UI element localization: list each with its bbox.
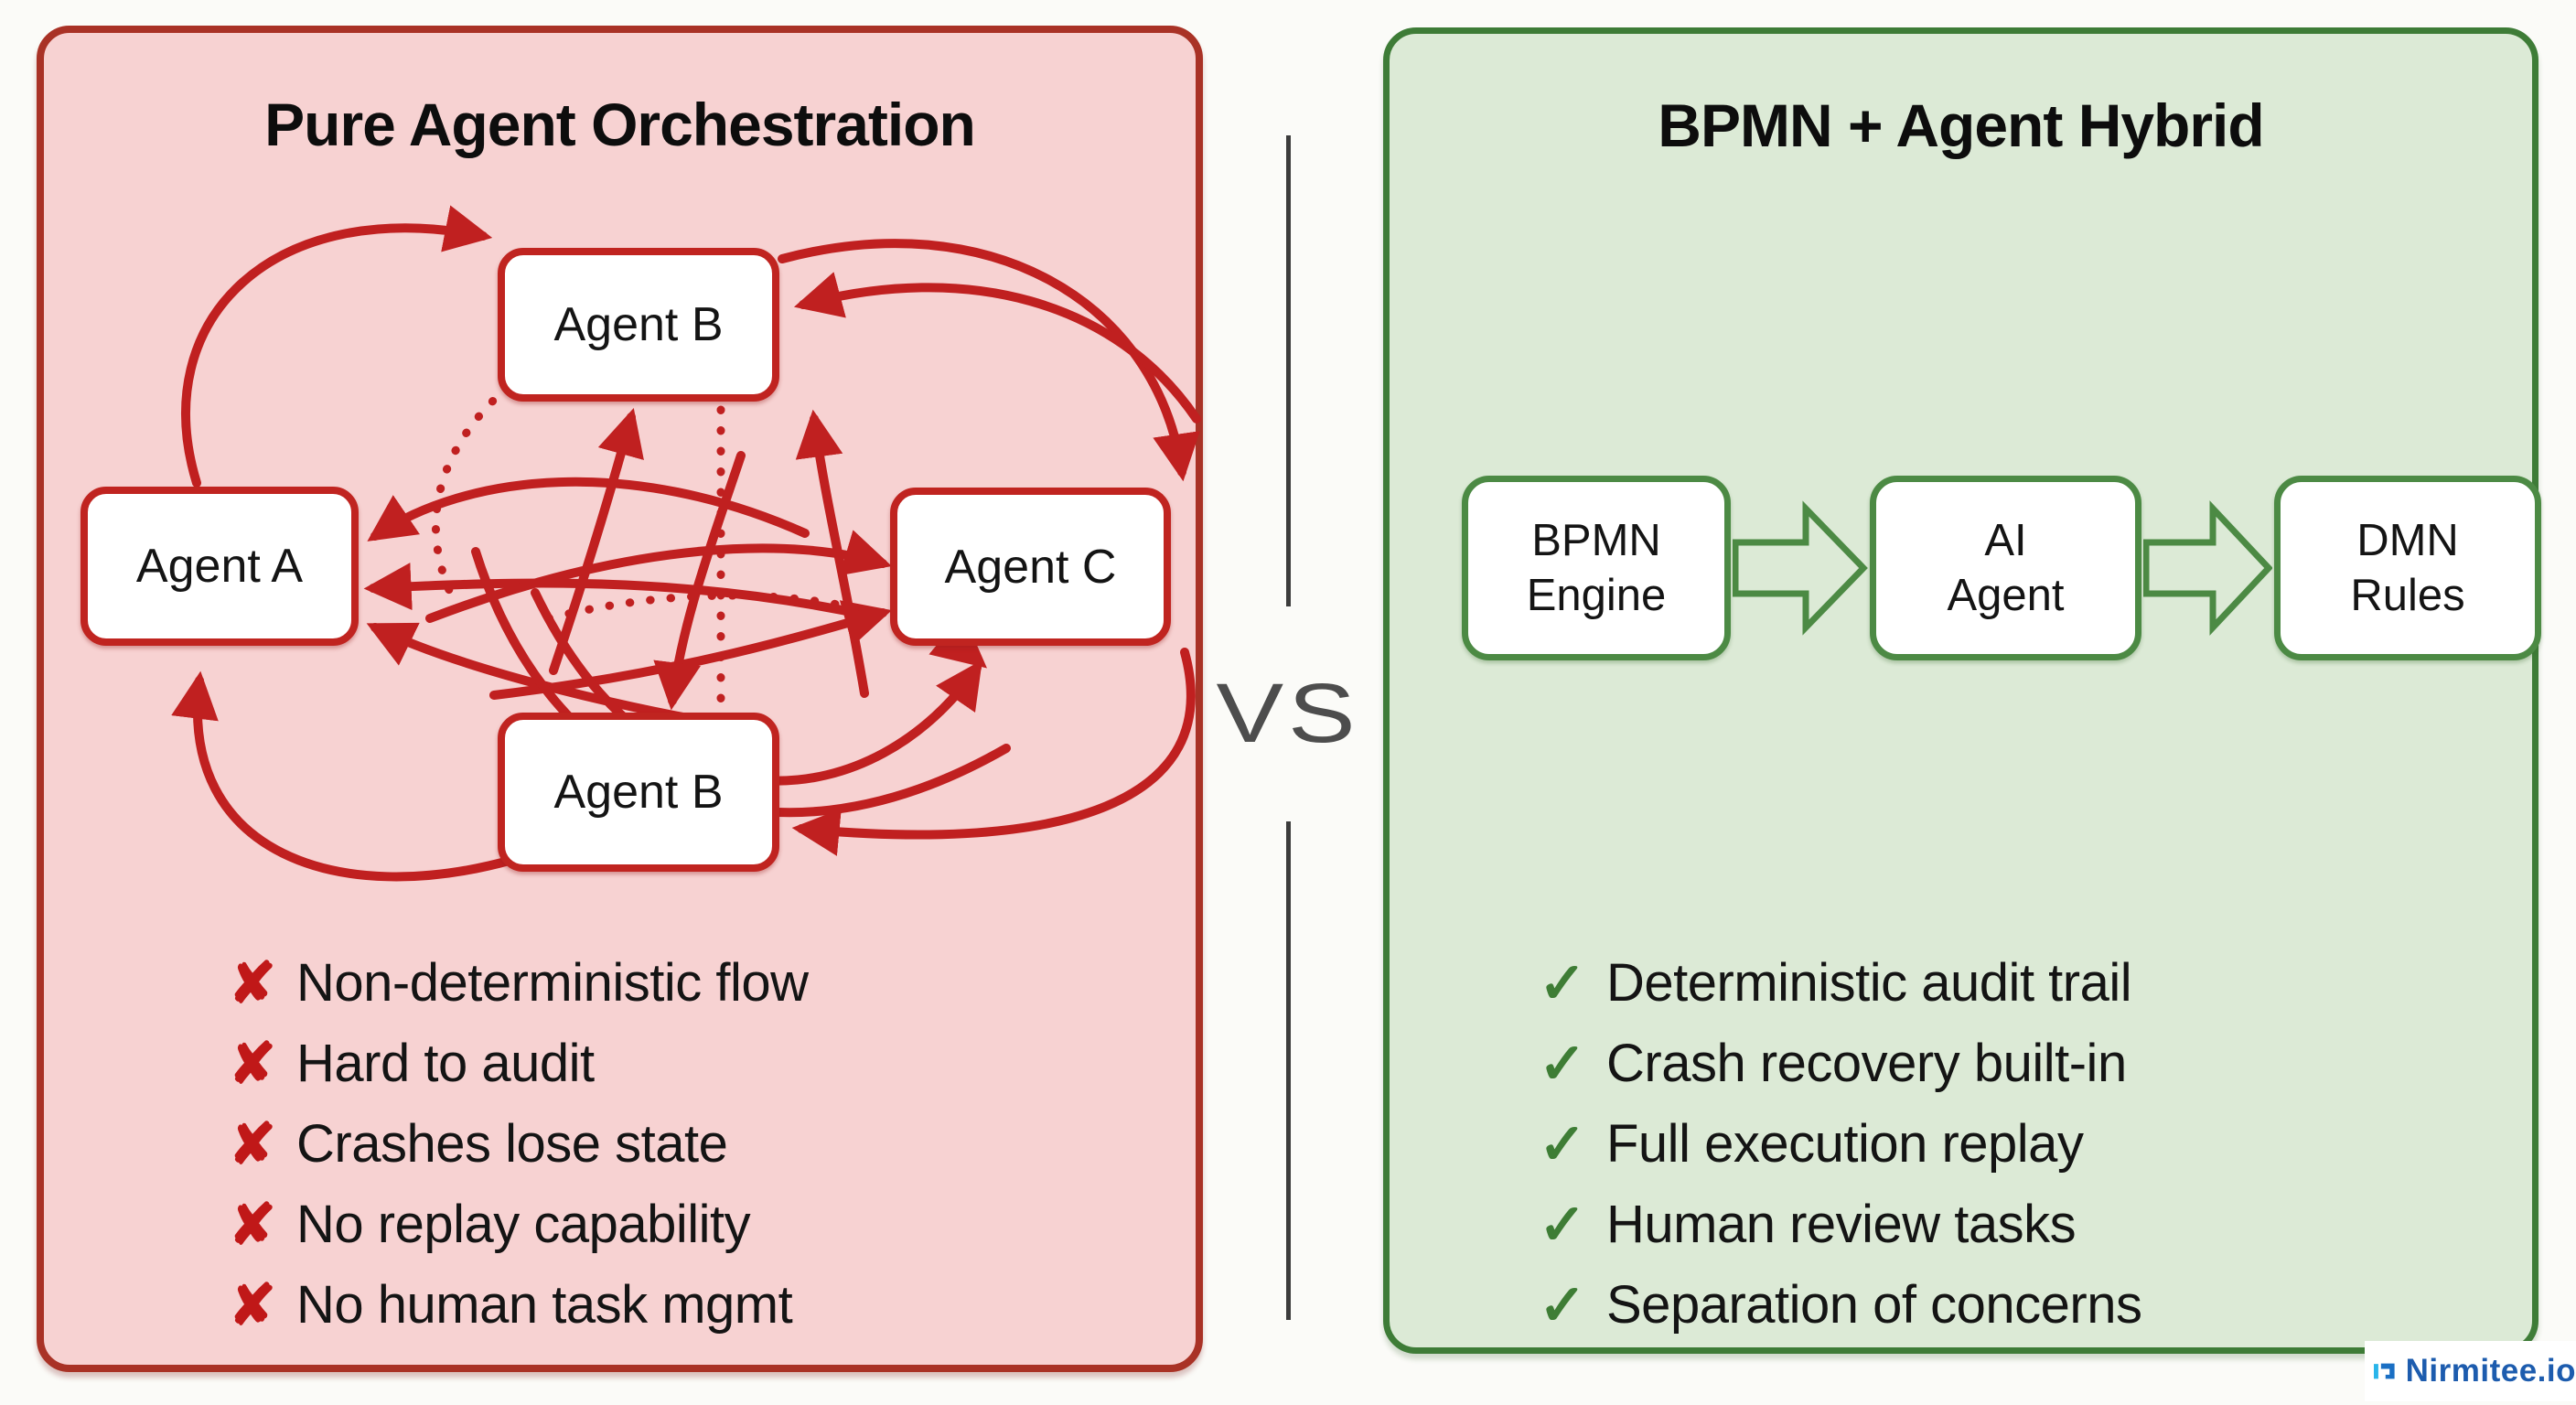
left-panel-title: Pure Agent Orchestration [264,91,976,158]
check-icon: ✓ [1539,1112,1586,1176]
flow-node-label-line2: Agent [1947,571,2065,620]
block-arrow-icon [1733,500,1868,636]
check-icon: ✓ [1539,1193,1586,1257]
flow-node-dmn-rules: DMN Rules [2274,476,2541,660]
pro-text: Crash recovery built-in [1606,1033,2127,1093]
con-text: Hard to audit [296,1033,595,1093]
cross-icon: ✘ [229,1032,276,1096]
brand-footer: Nirmitee.io [2365,1341,2576,1401]
agent-node-b-bottom: Agent B [498,713,779,872]
agent-node-c: Agent C [890,488,1171,646]
agent-node-label: Agent B [553,766,724,819]
con-text: No replay capability [296,1194,751,1254]
arrow-btop-to-c [778,239,1200,482]
agent-node-label: Agent A [135,540,304,593]
con-text: No human task mgmt [296,1274,793,1335]
pro-text: Deterministic audit trail [1606,952,2132,1013]
flow-node-label-line1: BPMN [1531,516,1661,565]
arrow-into-c-lower [489,600,893,700]
nirmitee-logo-icon [2374,1363,2395,1379]
agent-node-label: Agent B [553,298,724,351]
check-icon: ✓ [1539,1032,1586,1096]
pros-list: ✓ Deterministic audit trail ✓ Crash reco… [1539,942,2142,1345]
flow-node-label-line2: Engine [1526,571,1667,620]
divider-line-bottom [1286,821,1291,1320]
flow-node-label-line1: DMN [2356,516,2459,565]
list-item: ✘ Non-deterministic flow [229,942,809,1023]
vs-label: VS [1216,667,1360,760]
dotted-arrow-group [431,382,987,709]
pro-text: Separation of concerns [1606,1274,2142,1335]
check-icon: ✓ [1539,1273,1586,1337]
agent-node-label: Agent C [944,540,1117,594]
arrow-a-to-btop [181,205,493,488]
flow-node-bpmn-engine: BPMN Engine [1462,476,1731,660]
block-arrow-icon [2143,500,2272,636]
arrow-bbot-to-a [171,670,517,882]
list-item: ✓ Deterministic audit trail [1539,942,2141,1023]
cross-icon: ✘ [229,1112,276,1176]
arrow-into-bbot [653,451,746,711]
flow-node-ai-agent: AI Agent [1870,476,2141,660]
list-item: ✓ Crash recovery built-in [1539,1023,2141,1103]
right-panel-title: BPMN + Agent Hybrid [1658,91,2264,159]
agent-node-a: Agent A [80,487,359,646]
arrow-up-right [795,409,869,698]
dotted-curve-left [431,382,512,620]
list-item: ✘ No human task mgmt [229,1264,809,1345]
check-icon: ✓ [1539,951,1586,1015]
cross-icon: ✘ [229,951,276,1015]
list-item: ✘ Hard to audit [229,1023,809,1103]
divider-line-top [1286,135,1291,606]
flow-node-label-line1: AI [1984,516,2027,565]
arrow-c-to-bbot [791,648,1196,856]
arrow-c-to-btop [793,272,1201,424]
cross-icon: ✘ [229,1273,276,1337]
cons-list: ✘ Non-deterministic flow ✘ Hard to audit… [229,942,809,1345]
list-item: ✓ Human review tasks [1539,1184,2141,1264]
bpmn-hybrid-panel: BPMN + Agent Hybrid [1383,27,2538,1354]
arrow-into-a-upper [367,477,810,542]
pro-text: Human review tasks [1606,1194,2077,1254]
agent-node-b-top: Agent B [498,248,779,402]
list-item: ✘ No replay capability [229,1184,809,1264]
arrow-into-c-upper [425,530,892,623]
list-item: ✘ Crashes lose state [229,1103,809,1184]
con-text: Non-deterministic flow [296,952,809,1013]
arrow-up-left [549,407,644,675]
arrow-into-a-mid [363,563,874,620]
list-item: ✓ Separation of concerns [1539,1264,2142,1345]
pro-text: Full execution replay [1606,1113,2084,1174]
brand-name: Nirmitee.io [2405,1353,2576,1389]
list-item: ✓ Full execution replay [1539,1103,2141,1184]
flow-node-label-line2: Rules [2350,571,2465,620]
cross-icon: ✘ [229,1193,276,1257]
con-text: Crashes lose state [296,1113,728,1174]
